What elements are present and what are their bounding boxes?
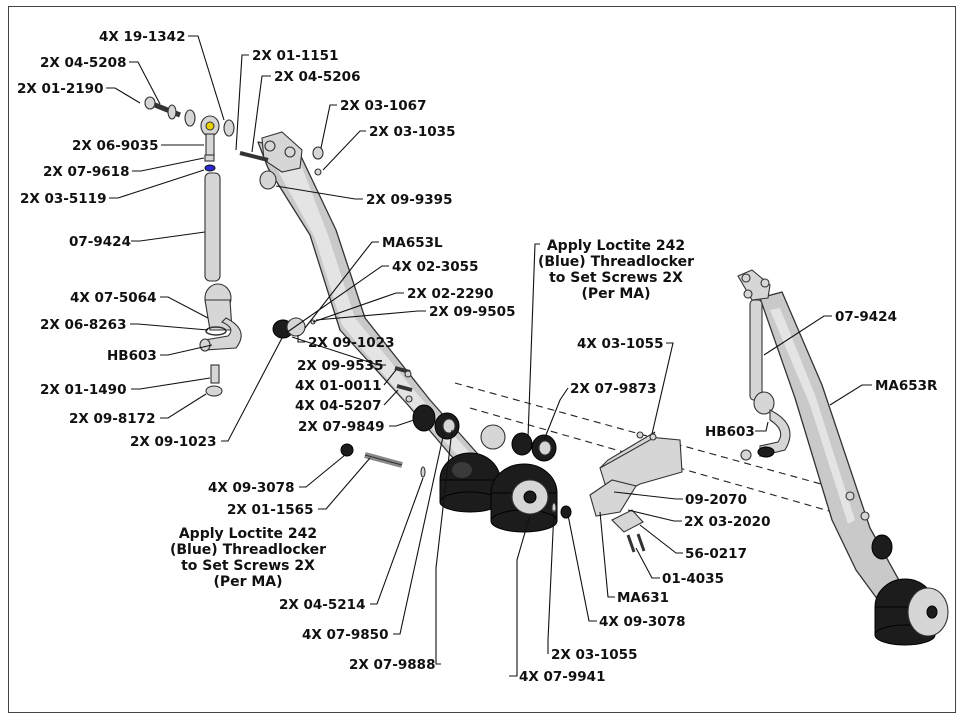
label-07-9873: 2X 07-9873 — [570, 381, 656, 397]
label-03-1067: 2X 03-1067 — [340, 98, 426, 114]
label-09-8172: 2X 09-8172 — [69, 411, 155, 427]
label-09-9535: 2X 09-9535 — [297, 358, 383, 374]
note-line: (Blue) Threadlocker — [538, 254, 694, 270]
label-09-2070: 09-2070 — [685, 492, 747, 508]
drawing-border — [8, 6, 956, 713]
note-line: to Set Screws 2X — [549, 270, 683, 286]
label-ma653l: MA653L — [382, 235, 443, 251]
label-09-3078-b: 4X 09-3078 — [599, 614, 685, 630]
label-56-0217: 56-0217 — [685, 546, 747, 562]
note-line: (Per MA) — [581, 286, 650, 302]
label-04-5208: 2X 04-5208 — [40, 55, 126, 71]
right-endlink-hb603 — [737, 269, 791, 461]
left-upper-hardware — [144, 96, 324, 282]
right-arm-ma653r — [759, 291, 949, 646]
left-endlink-hb603 — [199, 283, 242, 397]
label-01-1151: 2X 01-1151 — [252, 48, 338, 64]
label-06-8263: 2X 06-8263 — [40, 317, 126, 333]
label-04-5206: 2X 04-5206 — [274, 69, 360, 85]
label-04-5214: 2X 04-5214 — [279, 597, 365, 613]
label-03-5119: 2X 03-5119 — [20, 191, 106, 207]
label-07-9888: 2X 07-9888 — [349, 657, 435, 673]
note-loctite-left: Apply Loctite 242 (Blue) Threadlocker to… — [170, 526, 326, 590]
leader-lines — [106, 35, 872, 677]
label-hb603-left: HB603 — [107, 348, 157, 364]
note-line: Apply Loctite 242 — [179, 526, 317, 542]
label-09-3078-a: 4X 09-3078 — [208, 480, 294, 496]
label-09-9395: 2X 09-9395 — [366, 192, 452, 208]
label-03-2020: 2X 03-2020 — [684, 514, 770, 530]
label-07-9850: 4X 07-9850 — [302, 627, 388, 643]
note-line: to Set Screws 2X — [181, 558, 315, 574]
label-04-5207: 4X 04-5207 — [295, 398, 381, 414]
part-labels: 4X 19-1342 2X 04-5208 2X 01-2190 2X 01-1… — [17, 29, 938, 685]
label-06-9035: 2X 06-9035 — [72, 138, 158, 154]
note-line: Apply Loctite 242 — [547, 238, 685, 254]
label-09-1023-b: 2X 09-1023 — [130, 434, 216, 450]
label-07-9849: 2X 07-9849 — [298, 419, 384, 435]
label-07-9424-left: 07-9424 — [69, 234, 131, 250]
label-01-2190: 2X 01-2190 — [17, 81, 103, 97]
label-07-9424-right: 07-9424 — [835, 309, 897, 325]
left-mid-hardware — [272, 317, 572, 519]
bracket-ma631 — [589, 431, 683, 553]
label-01-1565: 2X 01-1565 — [227, 502, 313, 518]
label-07-5064: 4X 07-5064 — [70, 290, 156, 306]
label-03-1035: 2X 03-1035 — [369, 124, 455, 140]
label-01-0011: 4X 01-0011 — [295, 378, 381, 394]
note-line: (Blue) Threadlocker — [170, 542, 326, 558]
label-01-4035: 01-4035 — [662, 571, 724, 587]
left-bushings — [439, 452, 558, 533]
left-arm-ma653l — [257, 131, 521, 501]
label-09-1023-a: 2X 09-1023 — [308, 335, 394, 351]
label-19-1342: 4X 19-1342 — [99, 29, 185, 45]
label-03-1055-a: 2X 03-1055 — [551, 647, 637, 663]
label-07-9618: 2X 07-9618 — [43, 164, 129, 180]
label-01-1490: 2X 01-1490 — [40, 382, 126, 398]
note-line: (Per MA) — [213, 574, 282, 590]
label-07-9941: 4X 07-9941 — [519, 669, 605, 685]
label-hb603-right: HB603 — [705, 424, 755, 440]
label-09-9505: 2X 09-9505 — [429, 304, 515, 320]
label-03-1055-b: 4X 03-1055 — [577, 336, 663, 352]
label-ma653r: MA653R — [875, 378, 938, 394]
label-ma631: MA631 — [617, 590, 669, 606]
label-02-2290: 2X 02-2290 — [407, 286, 493, 302]
note-loctite-top: Apply Loctite 242 (Blue) Threadlocker to… — [538, 238, 694, 302]
label-02-3055: 4X 02-3055 — [392, 259, 478, 275]
